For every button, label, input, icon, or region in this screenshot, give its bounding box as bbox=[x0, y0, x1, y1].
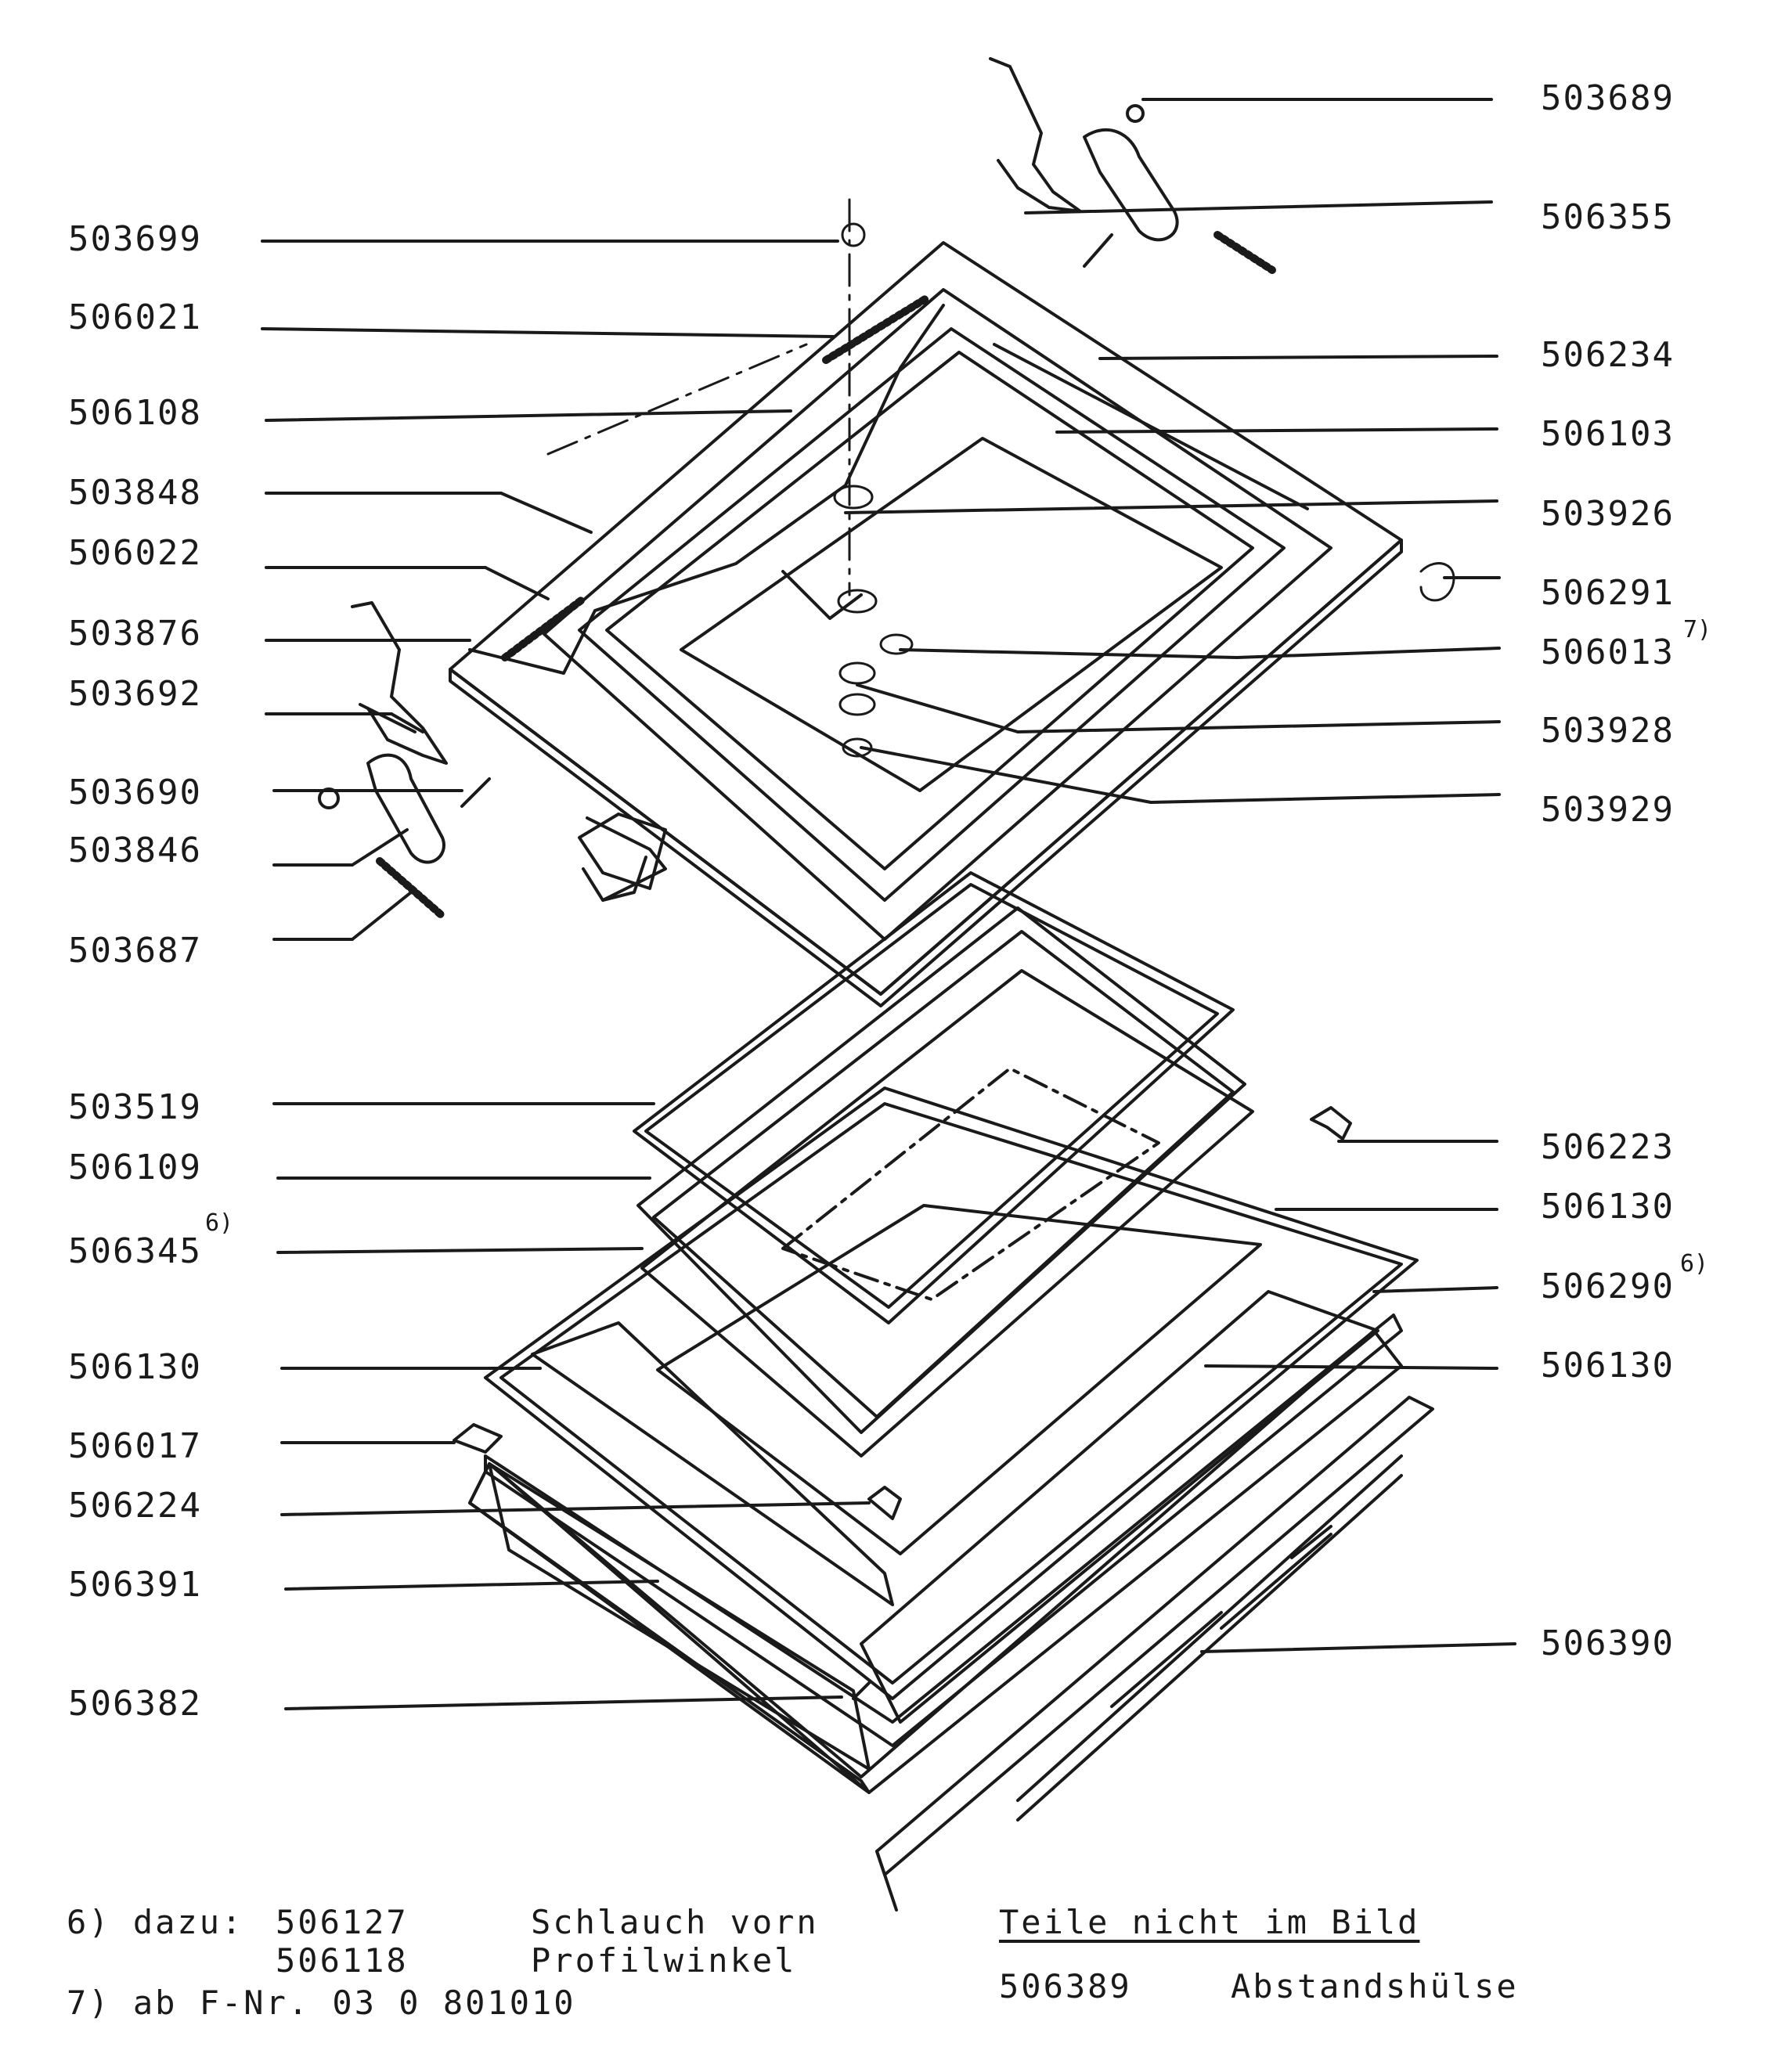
footnote-6-item2-name: Profilwinkel bbox=[531, 1941, 797, 1980]
part-label-506224: 506224 bbox=[68, 1486, 202, 1526]
part-label-506290: 506290 bbox=[1541, 1267, 1675, 1306]
hinge-springs bbox=[501, 198, 1455, 758]
leader-lines-left bbox=[261, 240, 871, 1710]
part-label-506391: 506391 bbox=[68, 1565, 202, 1605]
part-label-503699: 503699 bbox=[68, 219, 202, 259]
part-label-506103: 506103 bbox=[1541, 414, 1675, 454]
footnote-6-prefix: 6) dazu: bbox=[67, 1903, 244, 1941]
part-label-503687: 503687 bbox=[68, 931, 202, 971]
footnote-marker-6-right: 6) bbox=[1680, 1250, 1709, 1277]
small-clips bbox=[453, 1106, 1352, 1700]
part-label-503928: 503928 bbox=[1541, 711, 1675, 751]
footnote-marker-6-left: 6) bbox=[205, 1209, 234, 1237]
part-label-506291: 506291 bbox=[1541, 573, 1675, 613]
part-label-503689: 503689 bbox=[1541, 78, 1675, 118]
part-label-506109: 506109 bbox=[68, 1148, 202, 1187]
part-label-503690: 503690 bbox=[68, 773, 202, 813]
part-label-506130-right-b: 506130 bbox=[1541, 1346, 1675, 1386]
glass-panes bbox=[633, 871, 1254, 1458]
right-hinge-group bbox=[989, 57, 1276, 274]
part-label-506108: 506108 bbox=[68, 393, 202, 433]
door-rail bbox=[875, 1396, 1434, 1912]
inner-door-frame bbox=[449, 241, 1403, 1007]
outer-door-frame bbox=[484, 1086, 1419, 1771]
part-label-506021: 506021 bbox=[68, 297, 202, 337]
part-label-503876: 503876 bbox=[68, 614, 202, 654]
part-label-506345: 506345 bbox=[68, 1231, 202, 1271]
left-hinge-group bbox=[318, 601, 667, 920]
not-in-picture-heading: Teile nicht im Bild bbox=[999, 1903, 1420, 1941]
footnote-6-item1-code: 506127 bbox=[276, 1903, 409, 1941]
part-label-503848: 503848 bbox=[68, 473, 202, 513]
part-label-506130-right-a: 506130 bbox=[1541, 1187, 1675, 1227]
footnote-7: 7) ab F-Nr. 03 0 801010 bbox=[67, 1984, 576, 2022]
part-label-506013: 506013 bbox=[1541, 632, 1675, 672]
part-label-503929: 503929 bbox=[1541, 790, 1675, 830]
part-label-506022: 506022 bbox=[68, 533, 202, 573]
part-label-506223: 506223 bbox=[1541, 1127, 1675, 1167]
outer-glass-sheet bbox=[468, 1329, 1403, 1794]
part-label-503519: 503519 bbox=[68, 1087, 202, 1127]
part-label-503692: 503692 bbox=[68, 674, 202, 714]
part-label-506355: 506355 bbox=[1541, 197, 1675, 237]
not-in-picture-name: Abstandshülse bbox=[1231, 1967, 1519, 2005]
footnote-6-item2-code: 506118 bbox=[276, 1941, 409, 1980]
not-in-picture-code: 506389 bbox=[999, 1967, 1132, 2005]
part-label-506130-left: 506130 bbox=[68, 1347, 202, 1387]
part-label-506390: 506390 bbox=[1541, 1623, 1675, 1663]
footnote-6-item1-name: Schlauch vorn bbox=[531, 1903, 819, 1941]
footnote-marker-7: 7) bbox=[1683, 616, 1712, 643]
part-label-506382: 506382 bbox=[68, 1684, 202, 1724]
part-label-503846: 503846 bbox=[68, 831, 202, 870]
part-label-506017: 506017 bbox=[68, 1426, 202, 1466]
part-label-506234: 506234 bbox=[1541, 335, 1675, 375]
part-label-503926: 503926 bbox=[1541, 494, 1675, 534]
